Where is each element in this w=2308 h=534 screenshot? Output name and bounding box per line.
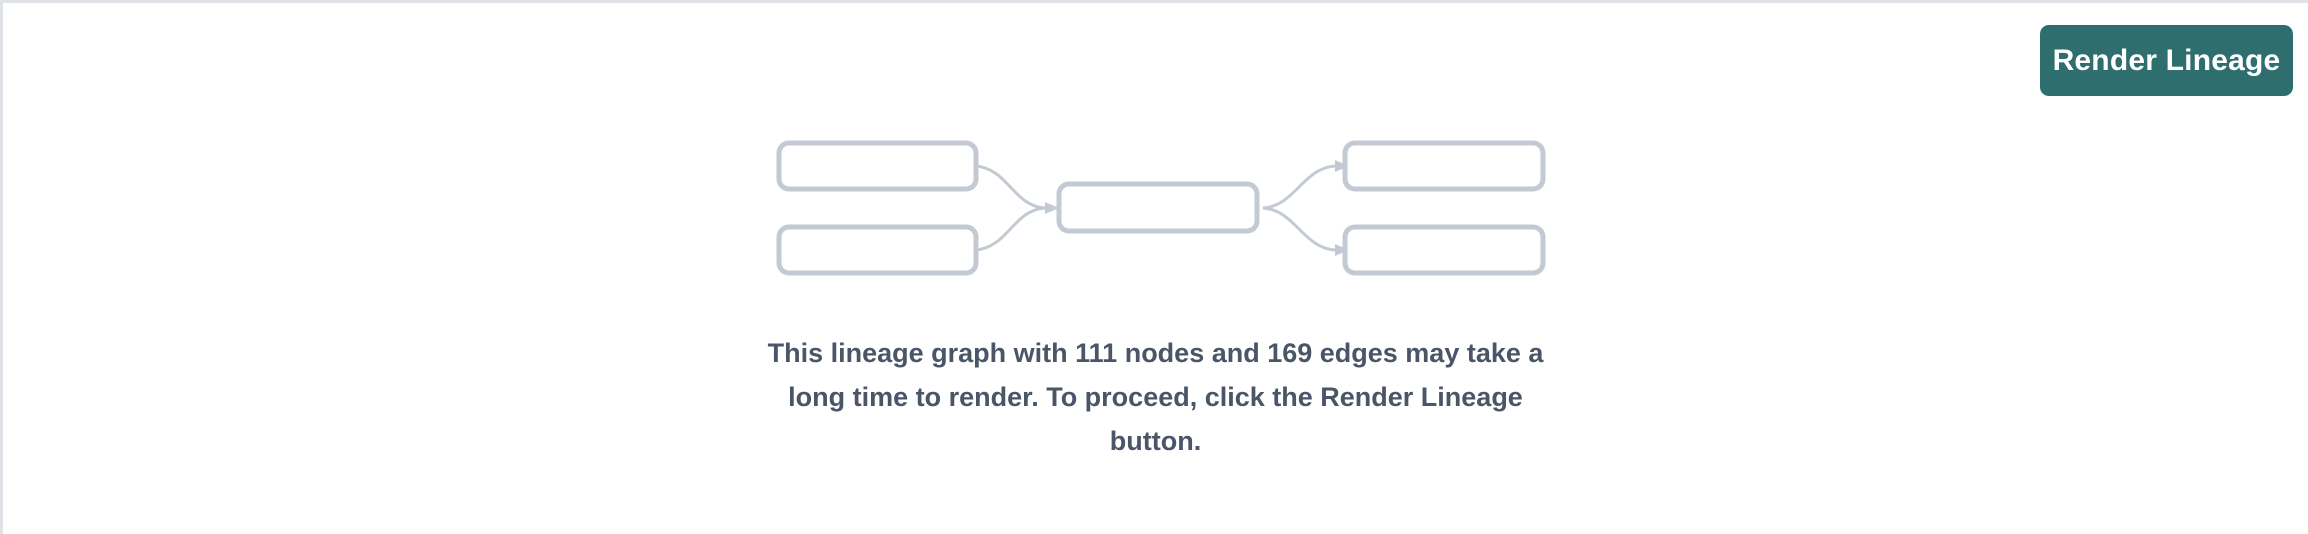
lineage-render-notice: This lineage graph with 111 nodes and 16… <box>767 338 1544 456</box>
arrow-head-into-target-bottom <box>1335 244 1349 256</box>
lineage-node-target-top <box>1342 140 1546 192</box>
arrow-head-into-center <box>1045 202 1059 214</box>
lineage-graph-svg <box>776 140 1546 276</box>
lineage-node-source-bottom <box>776 224 979 276</box>
edge-source-bottom-to-center <box>974 206 1046 252</box>
arrow-head-into-target-top <box>1335 160 1349 172</box>
lineage-node-target-bottom <box>1342 224 1546 276</box>
edge-center-to-target-bottom <box>1262 206 1336 252</box>
lineage-node-source-top <box>776 140 979 192</box>
render-lineage-button[interactable]: Render Lineage <box>2040 25 2293 96</box>
edge-source-top-to-center <box>974 164 1046 210</box>
lineage-node-center <box>1056 181 1260 234</box>
edge-center-to-target-top <box>1262 164 1336 210</box>
